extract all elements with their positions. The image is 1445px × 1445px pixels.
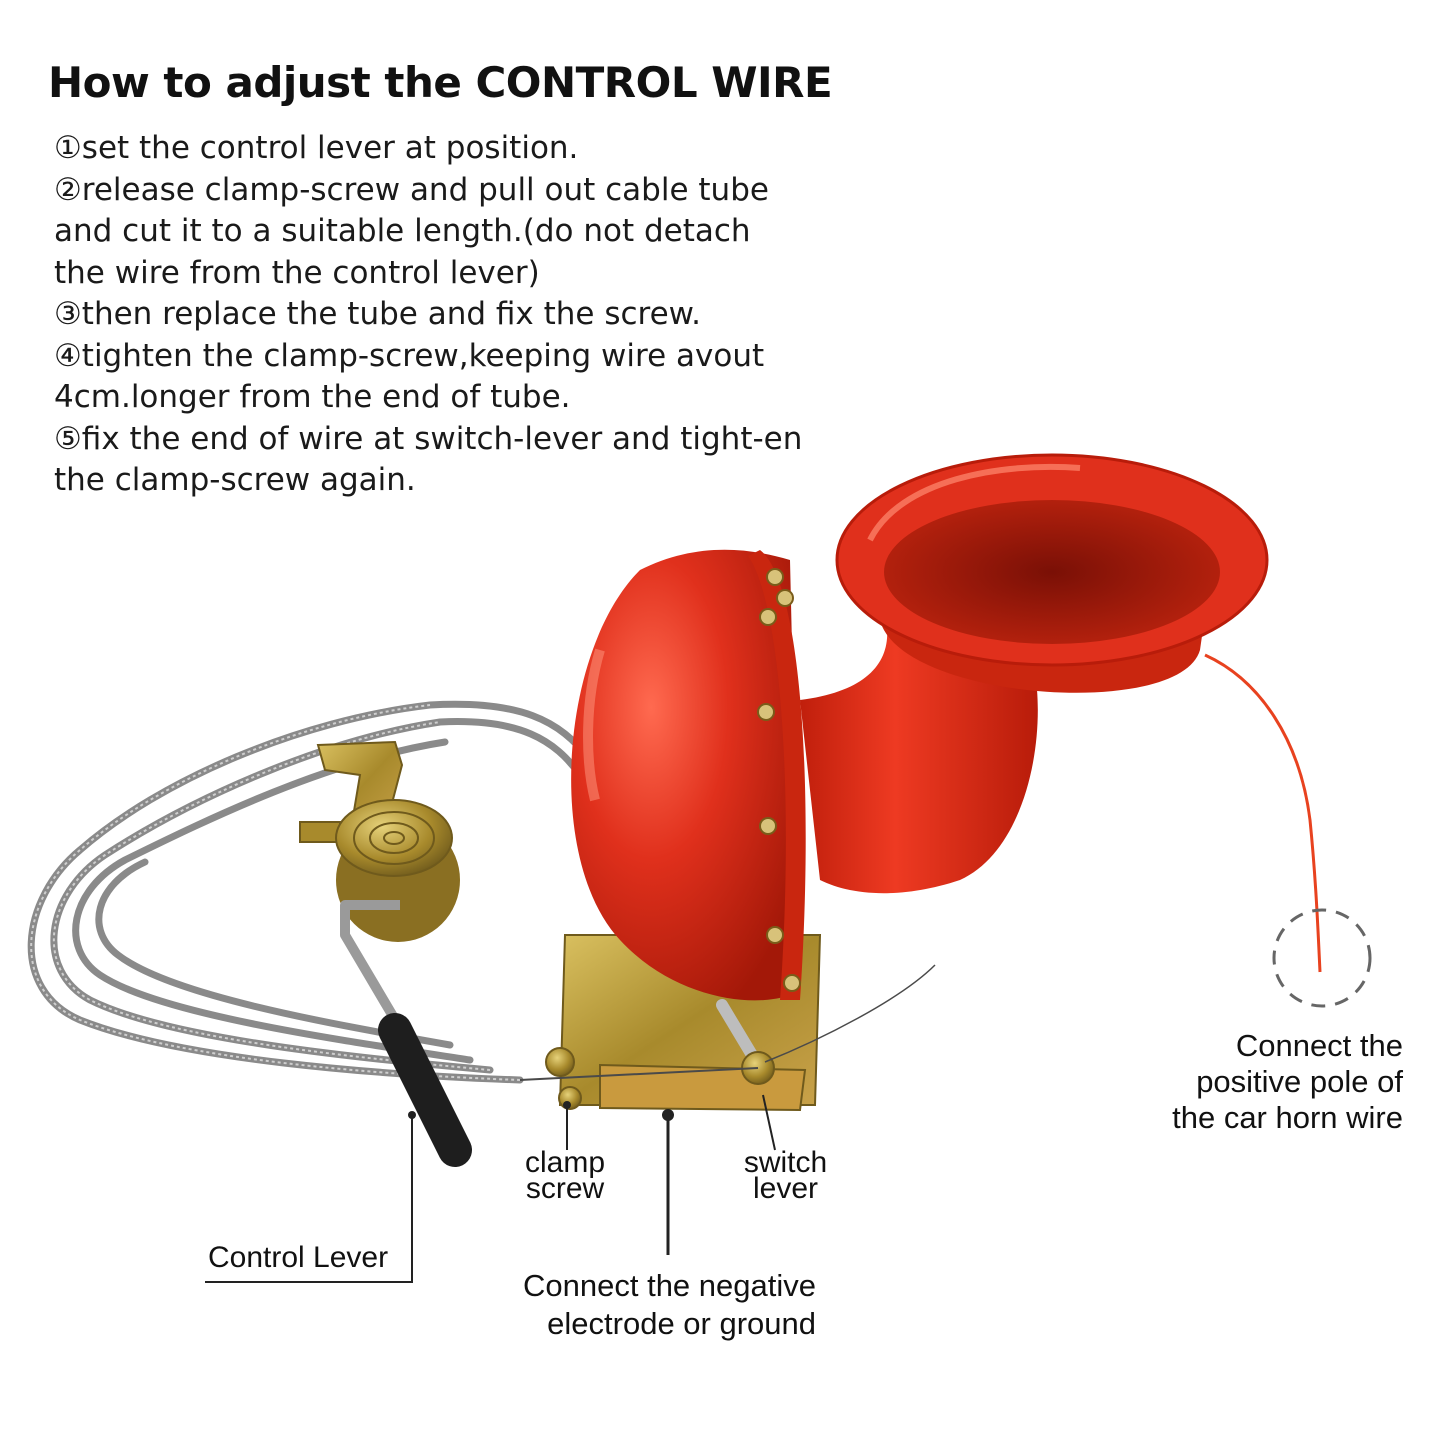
instruction-line: ②release clamp-screw and pull out cable …: [54, 171, 769, 208]
instruction-line: ④tighten the clamp-screw,keeping wire av…: [54, 337, 765, 374]
instruction-line: ⑤fix the end of wire at switch-lever and…: [54, 420, 803, 457]
instruction-steps: ①set the control lever at position. ②rel…: [54, 128, 854, 502]
negative-electrode-label: Connect the negative electrode or ground: [523, 1268, 816, 1341]
instruction-line: ③then replace the tube and fix the screw…: [54, 296, 702, 332]
switch-housing: [299, 799, 460, 942]
positive-pole-label: Connect the positive pole of the car hor…: [1172, 1028, 1403, 1135]
control-lever-handle: [340, 900, 472, 1167]
positive-pole-marker: [1272, 908, 1372, 1008]
instruction-line: 4cm.longer from the end of tube.: [54, 379, 571, 415]
instruction-line: the wire from the control lever): [54, 254, 540, 291]
leader-lines: [205, 1094, 776, 1283]
clamp-screw-label: clamp screw: [524, 1146, 606, 1205]
instruction-line: the clamp-screw again.: [54, 462, 416, 498]
page-title: How to adjust the CONTROL WIRE: [48, 58, 833, 107]
positive-wire: [1204, 653, 1322, 973]
instruction-line: ①set the control lever at position.: [54, 130, 579, 166]
control-lever-label: Control Lever: [208, 1241, 389, 1274]
switch-lever-label: switch lever: [743, 1146, 828, 1205]
horn-body: [571, 453, 1269, 1001]
instruction-line: and cut it to a suitable length.(do not …: [54, 213, 751, 249]
control-cable: [27, 700, 594, 1084]
